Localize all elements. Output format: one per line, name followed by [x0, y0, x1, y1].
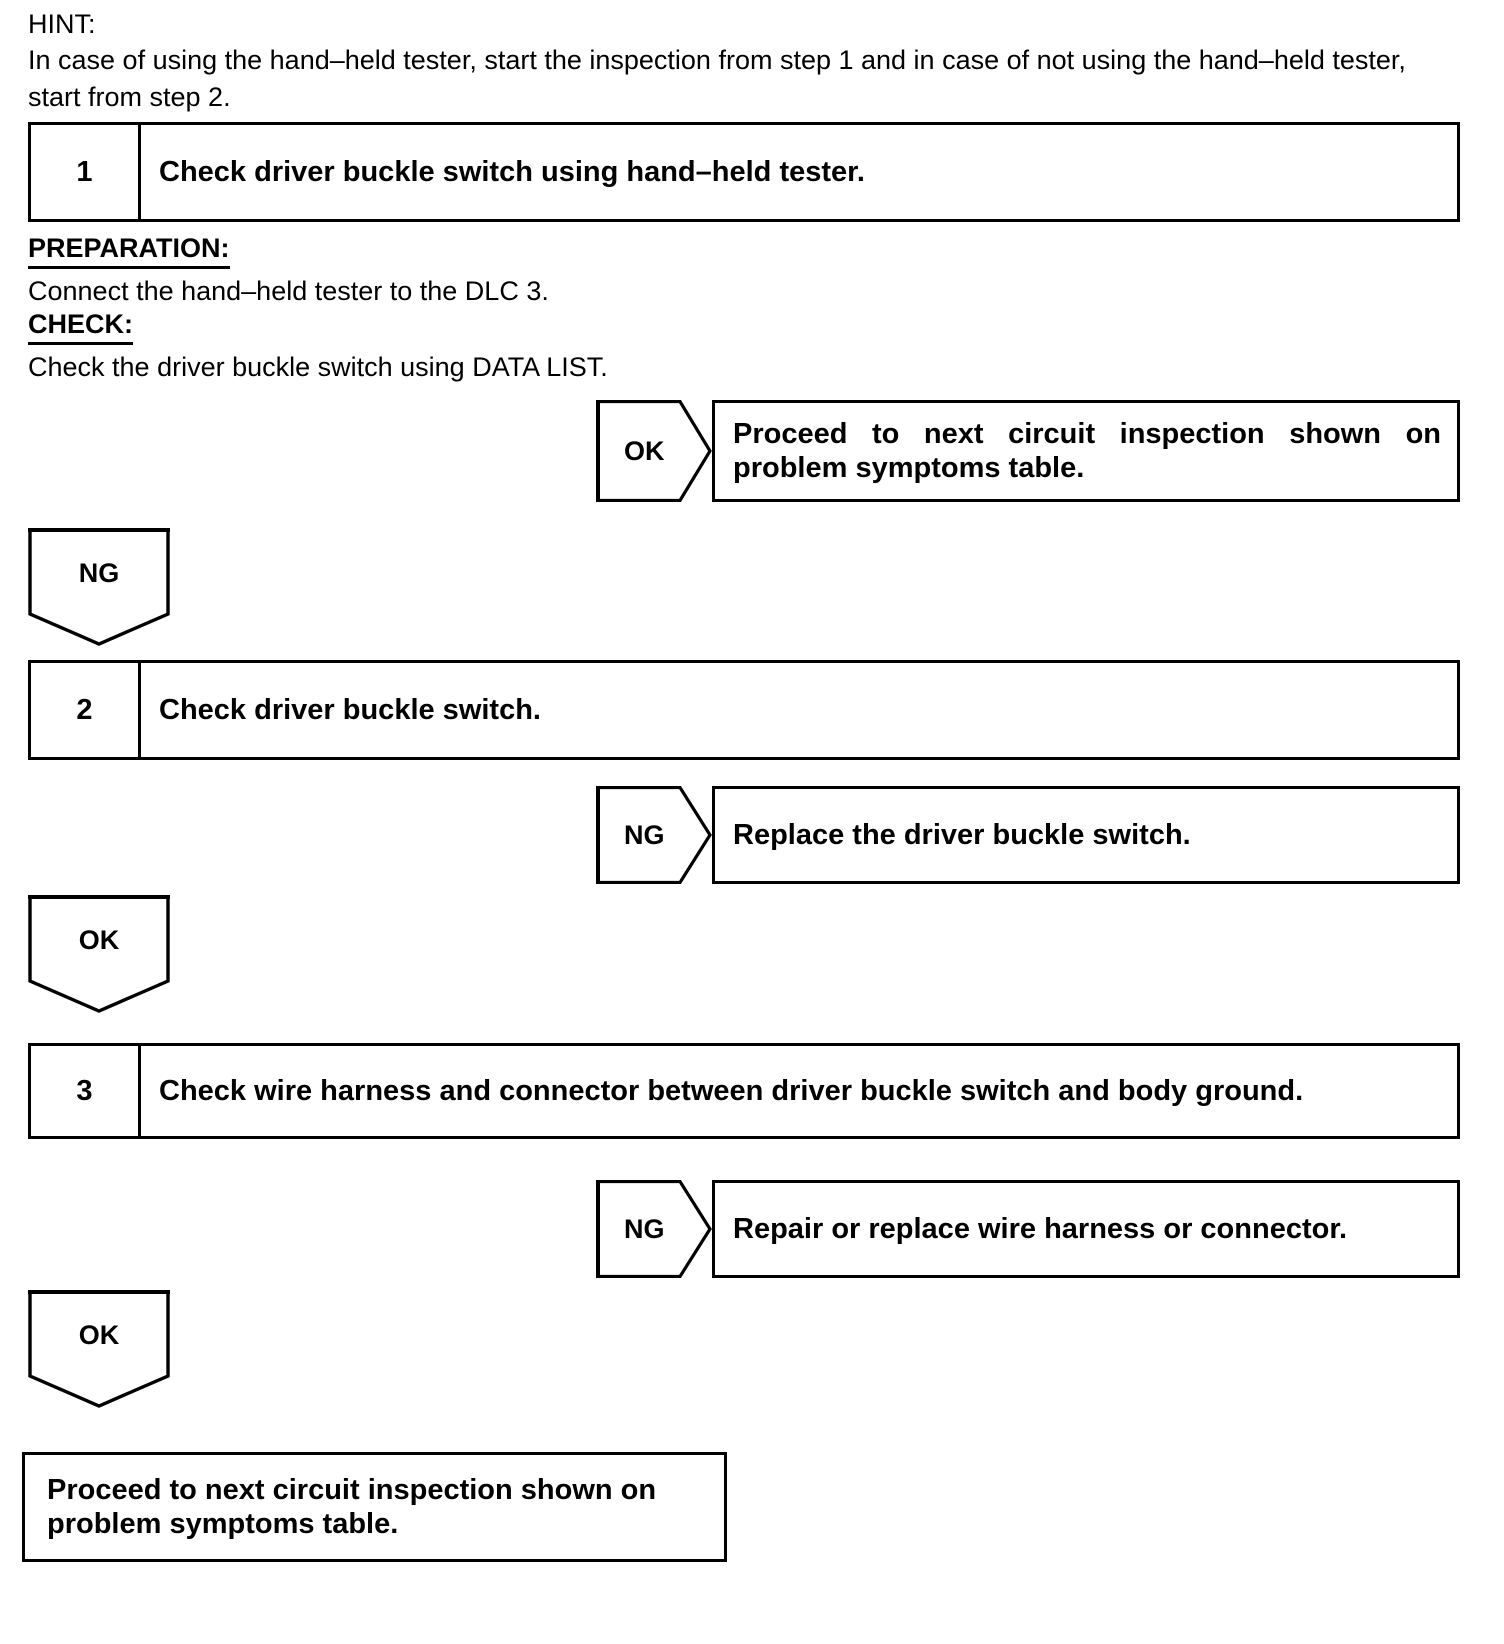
step-number-2: 2 [31, 663, 141, 757]
step-box-2[interactable]: 2 Check driver buckle switch. [28, 660, 1460, 760]
arrow-down-pentagon-icon [28, 895, 170, 1013]
check-heading-wrap: CHECK: [28, 308, 1028, 345]
branch-result-box-3[interactable]: Repair or replace wire harness or connec… [712, 1180, 1460, 1278]
step-number-3: 3 [31, 1046, 141, 1136]
hint-text: In case of using the hand–held tester, s… [28, 45, 1406, 112]
branch-tag-ng-2: NG [596, 786, 712, 884]
arrow-right-pentagon-icon [596, 1180, 712, 1278]
hint-block: HINT: In case of using the hand–held tes… [28, 6, 1458, 116]
terminal-box[interactable]: Proceed to next circuit inspection shown… [22, 1452, 727, 1562]
branch-result-text-3: Repair or replace wire harness or connec… [733, 1213, 1348, 1245]
check-heading: CHECK: [28, 308, 133, 345]
branch-tag-ng-down-label-1: NG [78, 558, 120, 588]
step-number-1: 1 [31, 125, 141, 219]
terminal-line2: problem symptoms table. [47, 1508, 399, 1540]
step-text-1: Check driver buckle switch using hand–he… [159, 156, 865, 188]
step-box-1[interactable]: 1 Check driver buckle switch using hand–… [28, 122, 1460, 222]
branch-tag-ok-down-label-1: OK [78, 925, 120, 955]
step-box-3[interactable]: 3 Check wire harness and connector betwe… [28, 1043, 1460, 1139]
branch-tag-ng-label-2: NG [624, 819, 665, 850]
branch-ok-proceed-1: OK Proceed to next circuit inspection sh… [596, 400, 1460, 502]
branch-ng-repair: NG Repair or replace wire harness or con… [596, 1180, 1460, 1278]
step-text-2: Check driver buckle switch. [159, 694, 541, 726]
hint-label: HINT: [28, 9, 96, 39]
preparation-heading: PREPARATION: [28, 232, 230, 269]
arrow-right-pentagon-icon [596, 400, 712, 502]
preparation-block: PREPARATION: Connect the hand–held teste… [28, 232, 1028, 310]
step-text-3: Check wire harness and connector between… [159, 1075, 1304, 1107]
terminal-text: Proceed to next circuit inspection shown… [47, 1473, 656, 1541]
branch-tag-ng-down-1: NG [28, 528, 170, 646]
branch-result-box-2[interactable]: Replace the driver buckle switch. [712, 786, 1460, 884]
arrow-right-pentagon-icon [596, 786, 712, 884]
arrow-down-pentagon-icon [28, 1290, 170, 1408]
preparation-heading-wrap: PREPARATION: [28, 232, 1028, 269]
branch-result-line1-1: Proceed to next circuit inspection shown… [733, 418, 1441, 450]
branch-result-text-2: Replace the driver buckle switch. [733, 819, 1191, 851]
arrow-down-pentagon-icon [28, 528, 170, 646]
branch-tag-ok-1: OK [596, 400, 712, 502]
check-text: Check the driver buckle switch using DAT… [28, 352, 608, 382]
branch-tag-ng-3: NG [596, 1180, 712, 1278]
branch-result-text-1: Proceed to next circuit inspection shown… [733, 417, 1441, 485]
branch-tag-ok-label-1: OK [624, 435, 665, 466]
branch-result-line2-1: problem symptoms table. [733, 452, 1085, 484]
branch-tag-ok-down-2: OK [28, 1290, 170, 1408]
terminal-line1: Proceed to next circuit inspection shown… [47, 1474, 657, 1506]
check-block: CHECK: Check the driver buckle switch us… [28, 308, 1028, 386]
branch-tag-ok-down-1: OK [28, 895, 170, 1013]
branch-tag-ok-down-label-2: OK [78, 1320, 120, 1350]
preparation-text: Connect the hand–held tester to the DLC … [28, 276, 549, 306]
branch-tag-ng-label-3: NG [624, 1213, 665, 1244]
branch-result-box-1[interactable]: Proceed to next circuit inspection shown… [712, 400, 1460, 502]
branch-ng-replace: NG Replace the driver buckle switch. [596, 786, 1460, 884]
